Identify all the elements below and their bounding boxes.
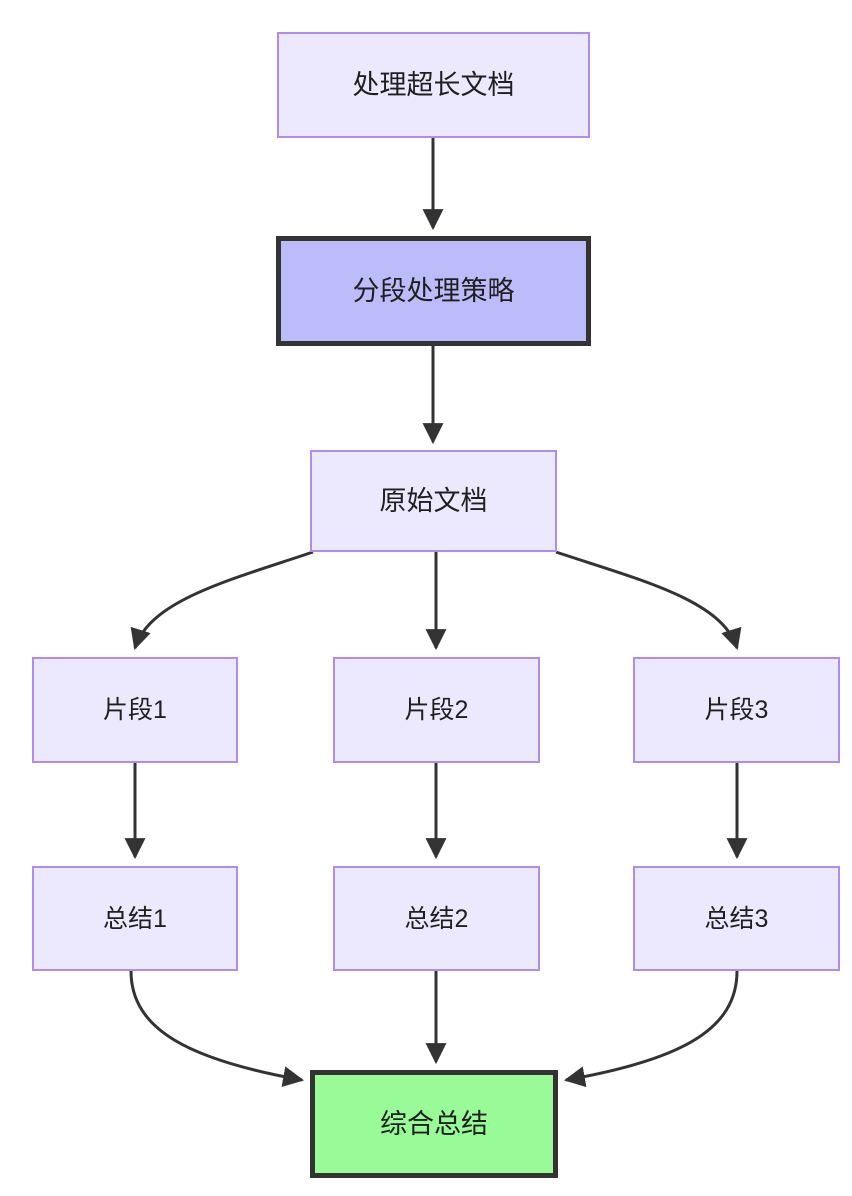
- node-summary-2-label: 总结2: [404, 904, 469, 933]
- node-final-label: 综合总结: [380, 1108, 488, 1139]
- node-long-doc-label: 处理超长文档: [352, 69, 515, 100]
- edge-source-doc-to-chunk-1: [130, 550, 314, 651]
- node-source-doc[interactable]: 原始文档: [310, 450, 557, 552]
- node-long-doc[interactable]: 处理超长文档: [277, 32, 590, 138]
- node-chunk-2-label: 片段2: [404, 696, 469, 724]
- node-chunk-1-label: 片段1: [103, 696, 167, 724]
- edge-summary-3-to-final: [563, 970, 739, 1088]
- node-summary-1-label: 总结1: [103, 904, 167, 933]
- node-final[interactable]: 综合总结: [310, 1070, 558, 1178]
- node-summary-2[interactable]: 总结2: [333, 866, 540, 971]
- node-strategy[interactable]: 分段处理策略: [276, 236, 591, 346]
- node-summary-3-label: 总结3: [704, 904, 769, 933]
- node-chunk-1[interactable]: 片段1: [32, 657, 238, 763]
- node-chunk-3[interactable]: 片段3: [633, 657, 840, 763]
- node-chunk-3-label: 片段3: [704, 696, 769, 724]
- edge-summary-1-to-final: [129, 970, 305, 1088]
- node-strategy-label: 分段处理策略: [352, 275, 515, 306]
- node-chunk-2[interactable]: 片段2: [333, 657, 540, 763]
- node-summary-3[interactable]: 总结3: [633, 866, 840, 971]
- node-source-doc-label: 原始文档: [379, 485, 488, 516]
- node-summary-1[interactable]: 总结1: [32, 866, 238, 971]
- edge-source-doc-to-chunk-3: [555, 550, 742, 651]
